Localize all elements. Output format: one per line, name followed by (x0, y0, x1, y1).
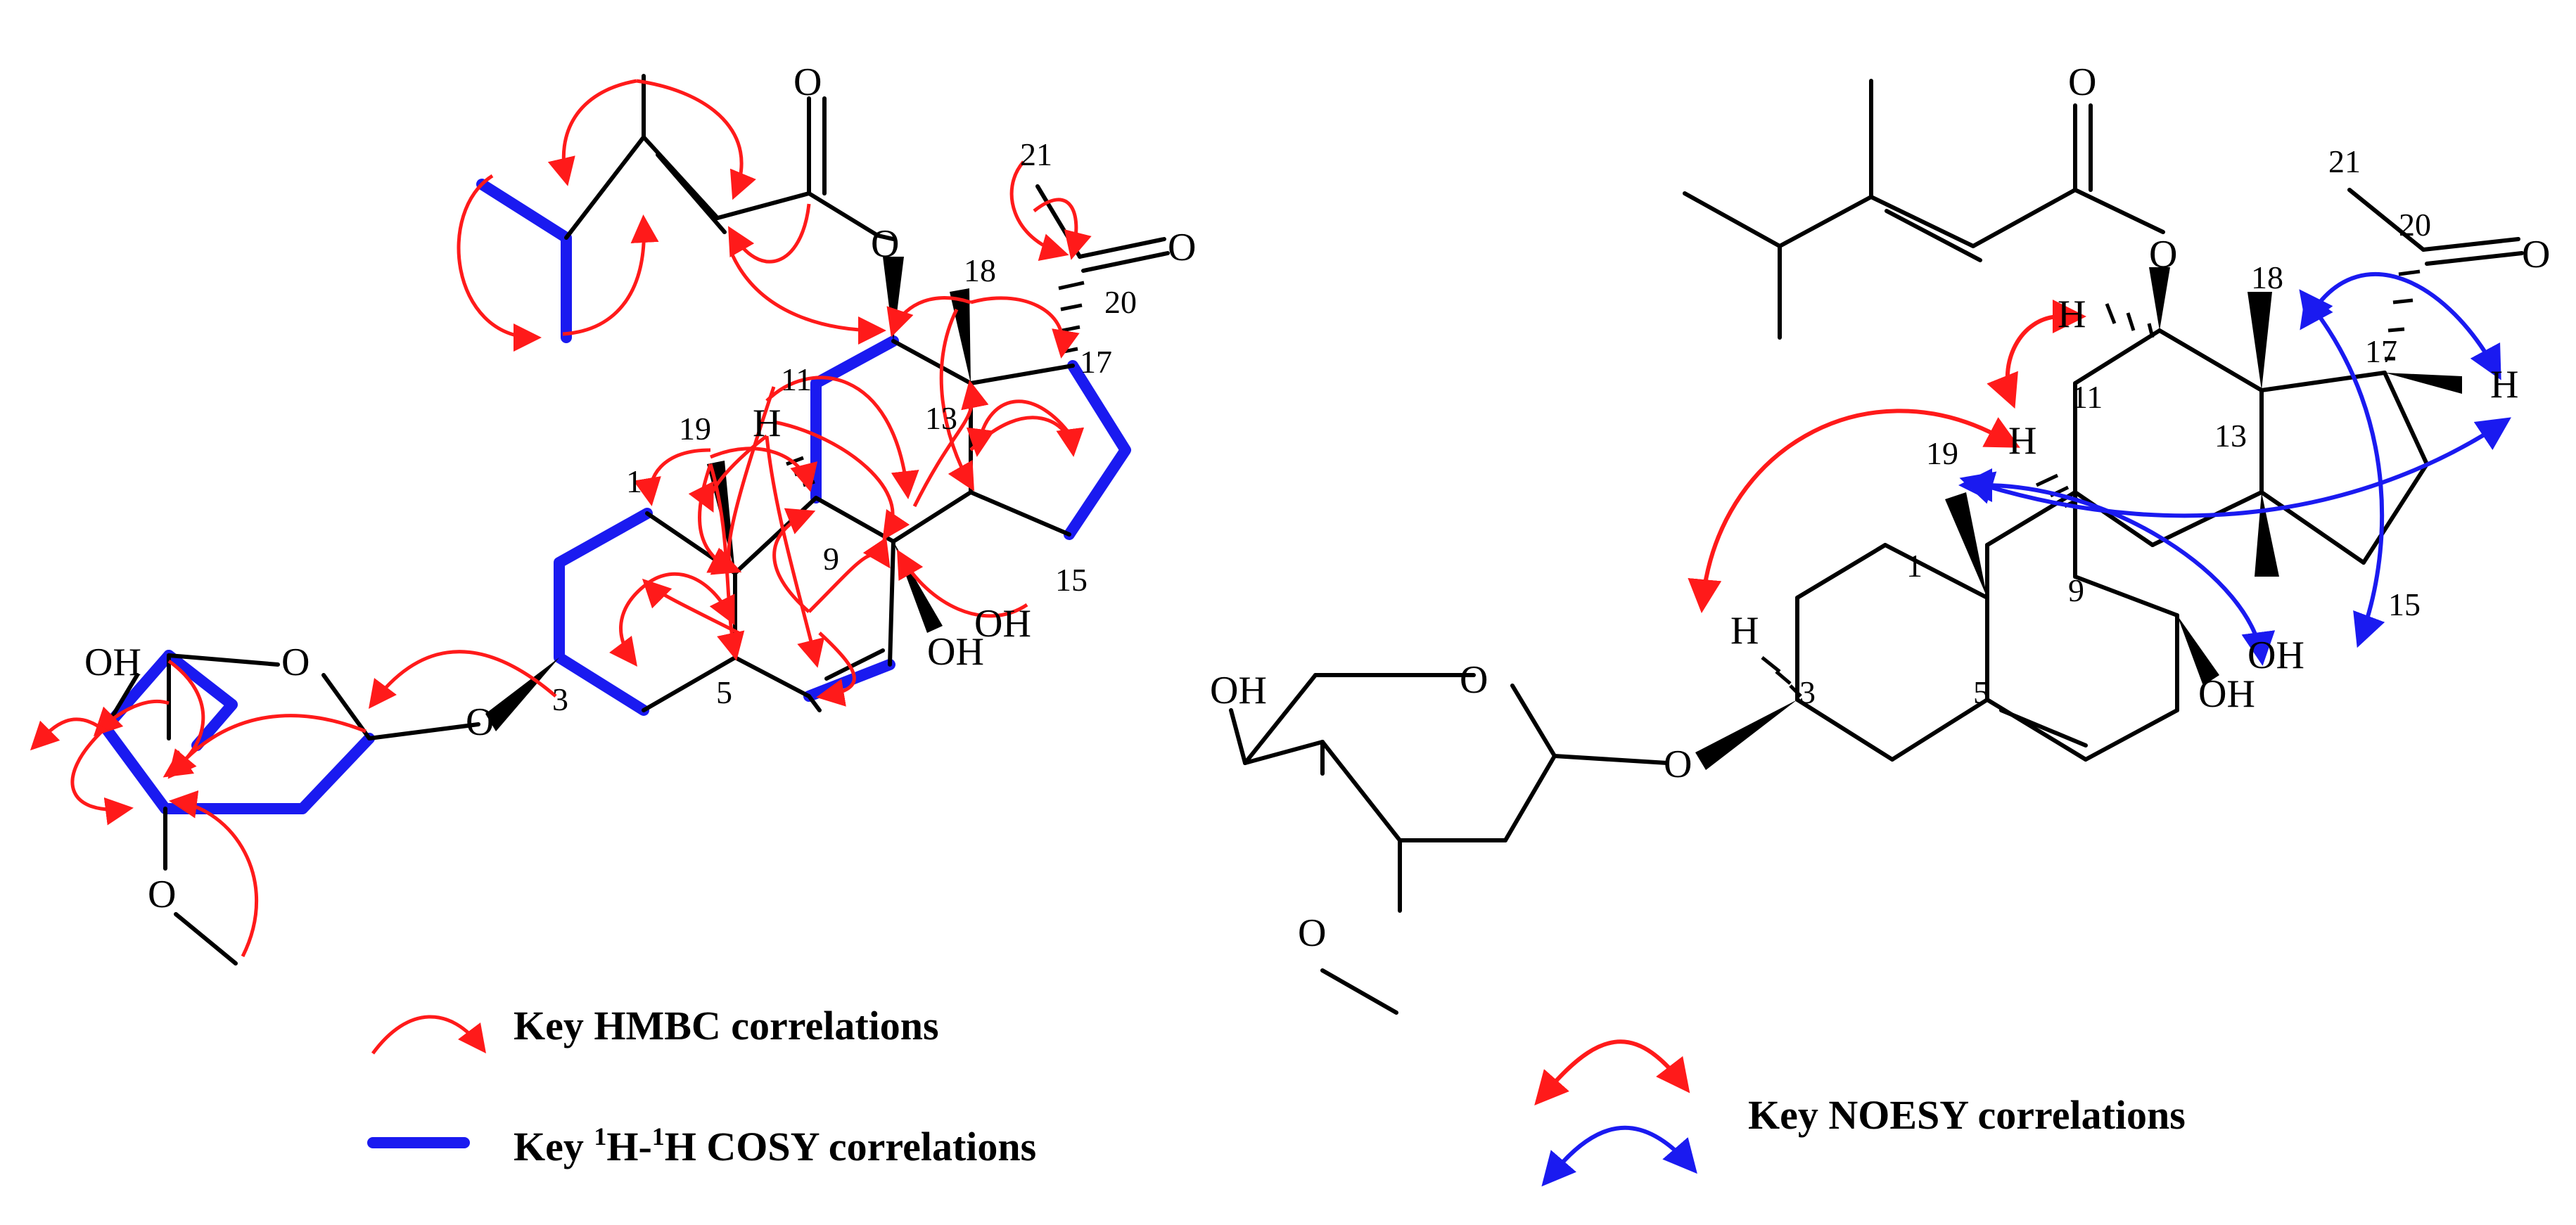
legend-cosy-sup1: 1 (594, 1122, 606, 1150)
r-atom-oh-sugar: OH (1210, 669, 1267, 712)
legend-cosy-prefix: Key (514, 1124, 594, 1169)
label-5: 5 (716, 674, 732, 710)
r-atom-o-carbonyl: O (2068, 60, 2096, 104)
atom-h-c9: H (753, 402, 781, 445)
r-atom-o-ester: O (2149, 233, 2177, 276)
noesy-arrows (1688, 272, 2511, 666)
label-20: 20 (1104, 284, 1137, 320)
atom-o-methoxy: O (148, 873, 176, 916)
r-atom-o-methoxy: O (1298, 911, 1326, 955)
r-atom-h-c17: H (2490, 363, 2518, 406)
label-19: 19 (679, 411, 711, 447)
atom-o-c3: O (466, 700, 494, 744)
hmbc-arrows (30, 79, 1092, 958)
label-17: 17 (1080, 344, 1112, 380)
r-label-15: 15 (2388, 586, 2421, 622)
legend-left: Key HMBC correlations Key 1H-1H COSY cor… (367, 1003, 1036, 1169)
r-label-19: 19 (1926, 435, 1958, 471)
atom-o-ring: O (281, 641, 310, 684)
label-15: 15 (1055, 562, 1088, 598)
right-structure: O O O H H H OH OH H O O OH O 21 20 18 17… (1210, 60, 2550, 1015)
r-atom-h-c11: H (2058, 293, 2086, 336)
r-atom-oh-c14: OH (2247, 634, 2304, 677)
r-label-17: 17 (2365, 333, 2397, 369)
atom-oh-c14a: OH (974, 602, 1031, 646)
r-atom-h-c9: H (2008, 419, 2036, 463)
left-atom-labels: O O O H OH OH O O OH O 21 18 20 17 11 13… (84, 60, 1196, 916)
r-label-9: 9 (2068, 572, 2084, 608)
legend-cosy-sup2: 1 (652, 1122, 665, 1150)
r-atom-o-c20: O (2522, 233, 2550, 276)
atom-o-carbonyl: O (793, 60, 822, 104)
right-skeleton (1229, 79, 2524, 1015)
legend-noesy-red-swatch (1534, 1039, 1690, 1105)
legend-noesy-blue-swatch (1541, 1125, 1697, 1187)
right-atom-labels: O O O H H H OH OH H O O OH O 21 20 18 17… (1210, 60, 2550, 955)
r-label-13: 13 (2214, 418, 2247, 454)
legend-cosy-h1: H- (606, 1124, 651, 1169)
label-9: 9 (823, 541, 839, 577)
legend-cosy-suffix: H COSY correlations (665, 1124, 1036, 1169)
label-1: 1 (626, 463, 642, 499)
legend-hmbc-label: Key HMBC correlations (514, 1003, 939, 1048)
label-13: 13 (925, 400, 957, 436)
atom-o-c20: O (1168, 226, 1196, 269)
r-label-11: 11 (2072, 379, 2103, 415)
label-3: 3 (552, 681, 568, 717)
r-label-20: 20 (2399, 207, 2431, 243)
label-18: 18 (964, 252, 996, 288)
r-label-3: 3 (1799, 674, 1816, 710)
legend-hmbc-swatch (371, 1015, 487, 1055)
label-11: 11 (781, 361, 812, 397)
left-structure: O O O H OH OH O O OH O 21 18 20 17 11 13… (30, 60, 1196, 966)
r-atom-h-c3: H (1730, 609, 1759, 653)
atom-o-ester: O (871, 222, 899, 266)
legend-right: Key NOESY correlations (1534, 1039, 2186, 1187)
left-skeleton (103, 74, 1170, 966)
atom-oh-c14b: OH (927, 630, 984, 674)
r-label-5: 5 (1973, 674, 1989, 710)
r-label-18: 18 (2251, 259, 2283, 295)
r-label-21: 21 (2328, 143, 2361, 179)
r-atom-o-c3: O (1664, 743, 1692, 786)
atom-oh-sugar: OH (84, 641, 141, 684)
r-atom-oh-c8: OH (2198, 672, 2255, 716)
legend-cosy-label: Key 1H-1H COSY correlations (514, 1122, 1036, 1169)
r-label-1: 1 (1906, 548, 1923, 584)
label-21: 21 (1020, 136, 1052, 172)
legend-noesy-label: Key NOESY correlations (1748, 1092, 2186, 1138)
r-atom-o-ring: O (1460, 658, 1488, 702)
